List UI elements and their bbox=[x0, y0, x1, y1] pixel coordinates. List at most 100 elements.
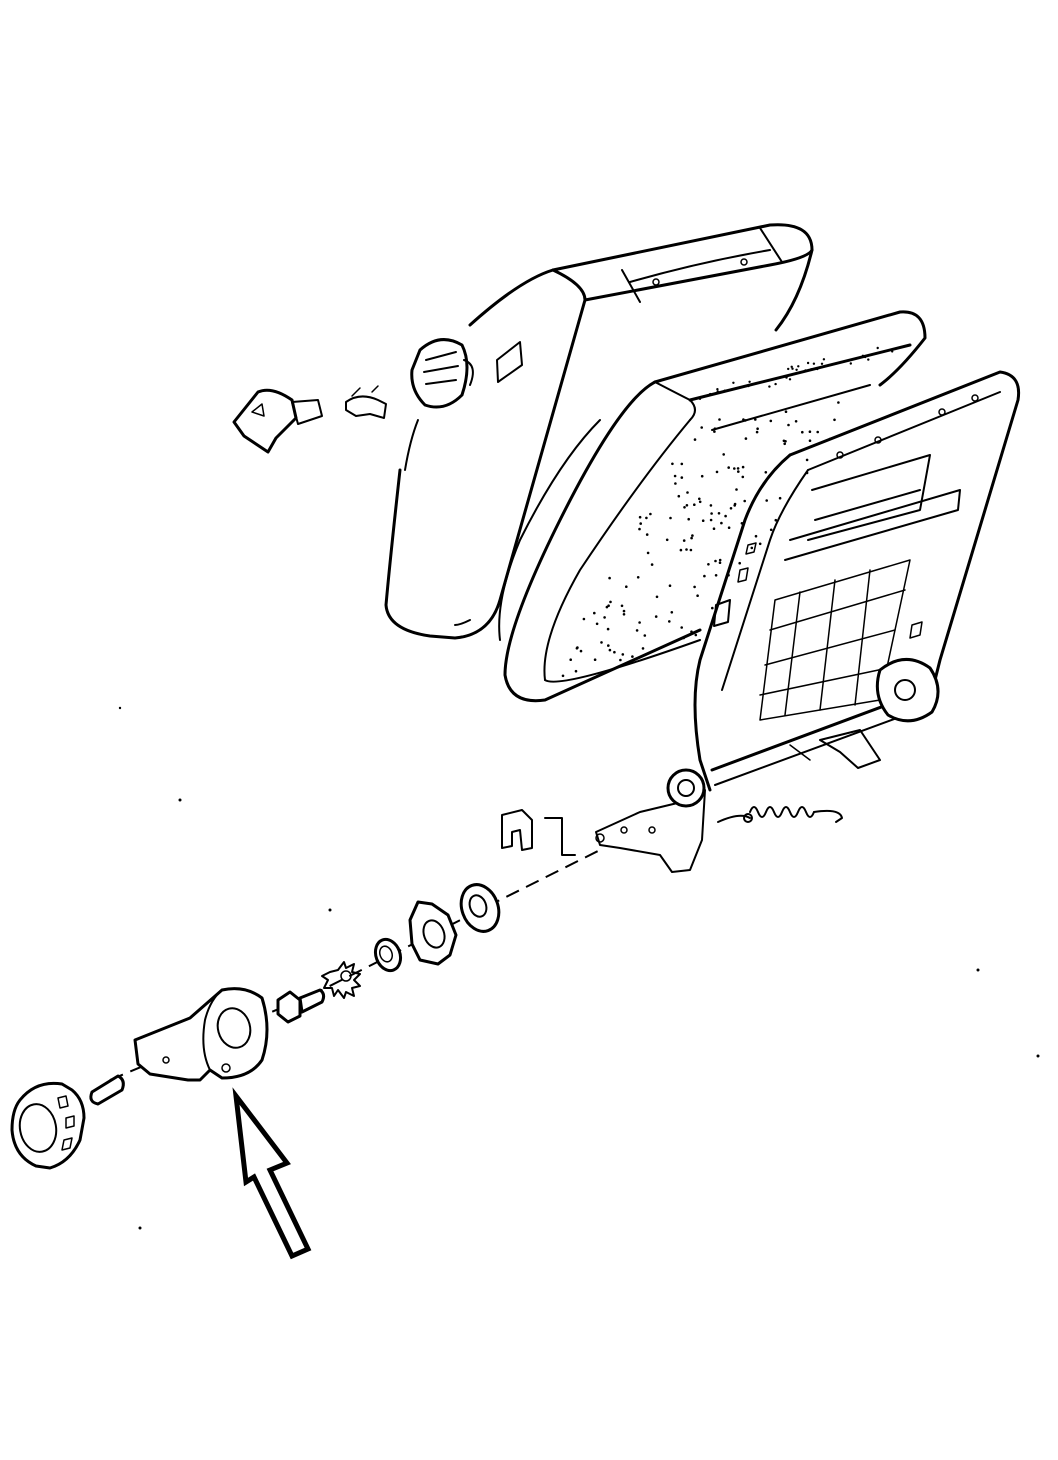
pad-texture-dot bbox=[673, 474, 677, 478]
pad-texture-dot bbox=[744, 437, 748, 440]
pad-texture-dot bbox=[738, 561, 741, 565]
pad-texture-dot bbox=[756, 427, 759, 431]
pad-texture-dot bbox=[701, 519, 705, 522]
seat-back-pad bbox=[498, 310, 927, 703]
pad-texture-dot bbox=[606, 627, 610, 631]
pad-texture-dot bbox=[713, 430, 716, 433]
pad-texture-dot bbox=[593, 658, 597, 661]
pad-texture-dot bbox=[645, 516, 648, 520]
pad-texture-dot bbox=[810, 368, 813, 371]
pad-texture-dot bbox=[668, 620, 671, 623]
spacer-bushing bbox=[459, 883, 501, 933]
pad-texture-dot bbox=[795, 368, 798, 371]
pad-texture-dot bbox=[806, 361, 810, 365]
pad-texture-dot bbox=[638, 621, 641, 624]
pad-texture-dot bbox=[622, 609, 626, 613]
pad-texture-dot bbox=[707, 563, 710, 566]
pad-texture-dot bbox=[669, 516, 672, 520]
pad-texture-dot bbox=[650, 563, 654, 566]
pad-texture-dot bbox=[729, 507, 733, 510]
pad-texture-dot bbox=[654, 615, 658, 618]
pad-texture-dot bbox=[769, 419, 773, 423]
pad-texture-dot bbox=[709, 518, 713, 522]
pad-texture-dot bbox=[774, 518, 778, 522]
pad-texture-dot bbox=[698, 500, 702, 504]
pad-texture-dot bbox=[600, 641, 603, 644]
pad-texture-dot bbox=[748, 380, 751, 383]
pad-texture-dot bbox=[727, 526, 731, 529]
pad-texture-dot bbox=[620, 604, 624, 608]
pad-texture-dot bbox=[718, 418, 721, 421]
pin bbox=[89, 1074, 125, 1106]
pad-texture-dot bbox=[709, 504, 713, 507]
pad-texture-dot bbox=[737, 470, 740, 473]
pad-texture-dot bbox=[778, 496, 782, 500]
pad-texture-dot bbox=[801, 430, 804, 434]
pad-texture-dot bbox=[718, 558, 722, 562]
pad-texture-dot bbox=[797, 365, 800, 368]
pad-texture-dot bbox=[685, 504, 689, 507]
pad-texture-dot bbox=[698, 397, 702, 400]
pad-texture-dot bbox=[636, 576, 640, 579]
pad-texture-dot bbox=[680, 462, 684, 466]
pad-texture-dot bbox=[595, 622, 599, 626]
cup-washer bbox=[373, 937, 403, 973]
release-handle bbox=[232, 388, 323, 454]
pad-texture-dot bbox=[714, 559, 717, 563]
pad-texture-dot bbox=[679, 548, 683, 552]
pad-texture-dot bbox=[765, 499, 768, 502]
pad-texture-dot bbox=[641, 647, 645, 650]
pad-texture-dot bbox=[733, 467, 736, 470]
pad-texture-dot bbox=[698, 497, 701, 501]
pad-texture-dot bbox=[607, 644, 610, 647]
pad-texture-dot bbox=[649, 512, 652, 516]
pad-texture-dot bbox=[693, 585, 696, 589]
pad-texture-dot bbox=[608, 648, 612, 652]
tension-spring bbox=[717, 806, 843, 823]
pad-texture-dot bbox=[727, 466, 730, 469]
pad-texture-dot bbox=[687, 517, 690, 521]
pad-texture-dot bbox=[670, 611, 674, 614]
pad-texture-dot bbox=[655, 595, 659, 599]
pad-texture-dot bbox=[685, 548, 688, 551]
pad-texture-dot bbox=[645, 533, 649, 536]
pad-texture-dot bbox=[635, 629, 639, 632]
pad-texture-dot bbox=[609, 600, 612, 604]
pad-texture-dot bbox=[674, 482, 677, 485]
retainer-clip bbox=[501, 809, 533, 851]
pad-texture-dot bbox=[816, 430, 819, 434]
pad-texture-dot bbox=[700, 426, 703, 429]
pad-texture-dot bbox=[680, 626, 683, 629]
pad-texture-dot bbox=[808, 439, 812, 443]
pad-texture-dot bbox=[783, 442, 786, 446]
pad-texture-dot bbox=[665, 538, 669, 542]
axis-bracket-line bbox=[544, 817, 576, 856]
pad-texture-dot bbox=[682, 636, 685, 640]
pad-texture-dot bbox=[735, 488, 738, 491]
pad-texture-dot bbox=[691, 534, 694, 537]
pad-texture-dot bbox=[754, 534, 758, 538]
pad-texture-dot bbox=[607, 604, 610, 607]
recliner-lever bbox=[133, 987, 269, 1082]
pad-texture-dot bbox=[790, 365, 793, 368]
pad-texture-dot bbox=[747, 384, 750, 388]
pad-texture-dot bbox=[768, 385, 771, 388]
pad-texture-dot bbox=[694, 633, 698, 637]
pad-texture-dot bbox=[716, 390, 719, 393]
pad-texture-dot bbox=[736, 467, 740, 470]
pad-texture-dot bbox=[741, 475, 745, 479]
pad-texture-dot bbox=[693, 438, 697, 441]
pad-texture-dot bbox=[820, 362, 824, 365]
pad-texture-dot bbox=[837, 401, 840, 404]
pad-texture-dot bbox=[787, 367, 790, 371]
pad-texture-dot bbox=[784, 410, 788, 414]
pad-texture-dot bbox=[680, 476, 684, 479]
pad-texture-dot bbox=[764, 471, 768, 474]
pad-texture-dot bbox=[603, 616, 606, 619]
scan-specks bbox=[118, 706, 1040, 1230]
pad-texture-dot bbox=[849, 362, 852, 365]
pad-texture-dot bbox=[574, 669, 578, 673]
pad-texture-dot bbox=[791, 367, 794, 370]
pad-texture-dot bbox=[716, 388, 719, 391]
pad-texture bbox=[561, 346, 894, 678]
